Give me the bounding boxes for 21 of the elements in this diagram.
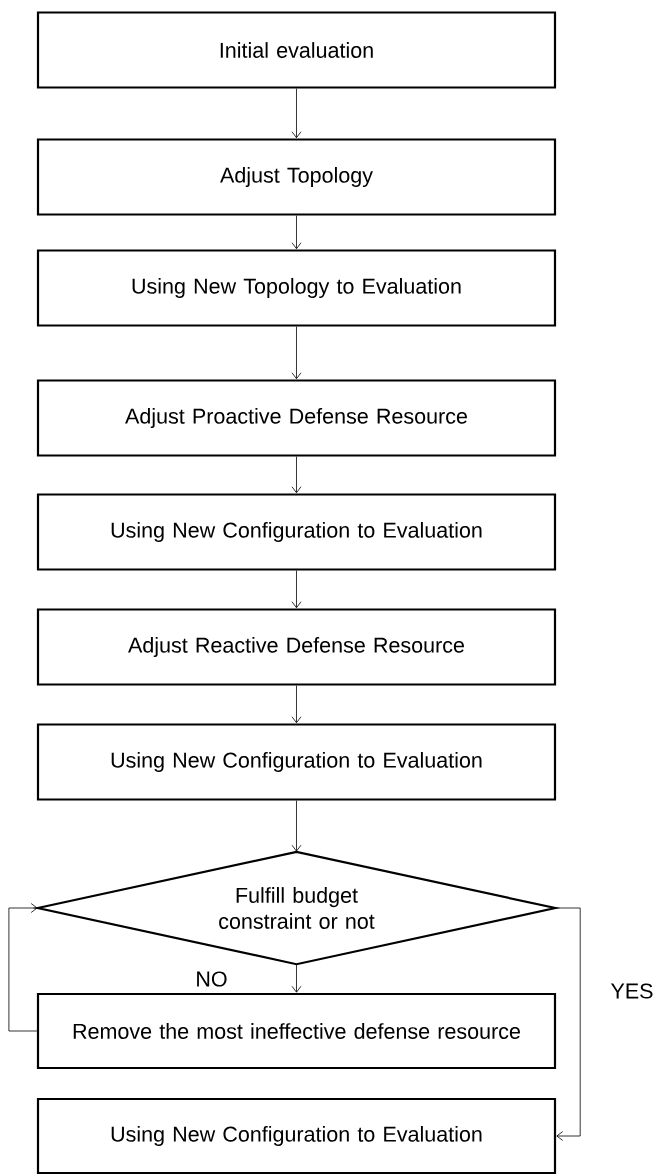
arrow bbox=[291, 215, 302, 250]
process-box: Using New Configuration to Evaluation bbox=[36, 493, 557, 571]
edge-label: YES bbox=[609, 982, 655, 1000]
process-box: Using New Configuration to Evaluation bbox=[36, 723, 557, 801]
arrow bbox=[291, 685, 302, 724]
arrow bbox=[291, 570, 302, 609]
arrow bbox=[291, 800, 302, 852]
arrow bbox=[291, 456, 302, 494]
process-box: Adjust Topology bbox=[36, 138, 557, 216]
arrow bbox=[554, 907, 581, 1141]
arrow bbox=[291, 88, 302, 139]
process-box: Remove the most ineffective defense resource bbox=[36, 992, 557, 1070]
arrow bbox=[291, 963, 302, 993]
process-box: Adjust Reactive Defense Resource bbox=[36, 608, 557, 686]
process-box: Adjust Proactive Defense Resource bbox=[36, 379, 557, 457]
process-box: Initial evaluation bbox=[36, 11, 557, 89]
arrow bbox=[8, 903, 38, 1032]
arrow bbox=[291, 326, 302, 380]
process-box: Using New Topology to Evaluation bbox=[36, 249, 557, 327]
edge-label: NO bbox=[194, 970, 229, 988]
process-box: Using New Configuration to Evaluation bbox=[36, 1097, 557, 1175]
